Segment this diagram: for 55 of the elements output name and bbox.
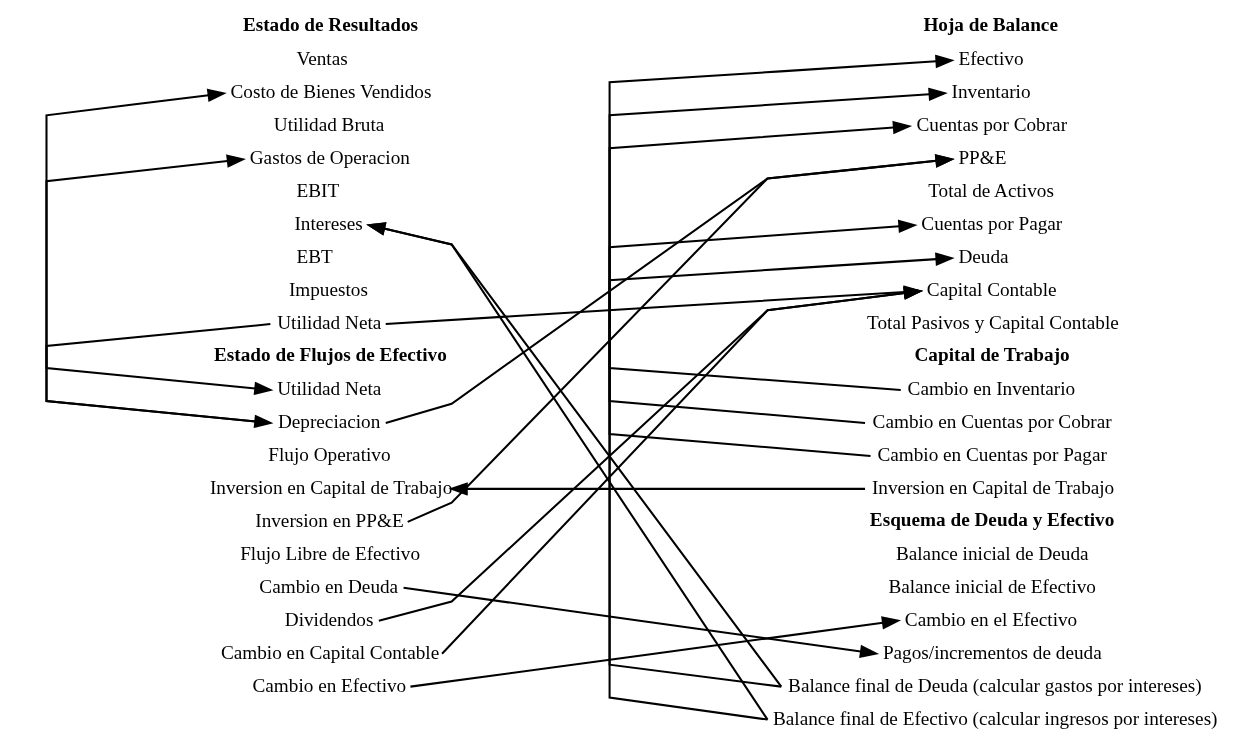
arrow [608,54,955,721]
node-text: Cuentas por Cobrar [916,114,1068,136]
arrow [608,120,913,424]
node-text: Utilidad Neta [277,378,382,400]
node-text: Cambio en Cuentas por Cobrar [872,411,1112,433]
label: Flujo Libre de Efectivo [240,542,420,564]
node-text: Deuda [958,246,1009,268]
label: Ventas [296,48,348,70]
node-text: Efectivo [958,48,1024,70]
arrow [385,154,955,424]
node-text: Inversion en Capital de Trabajo [871,476,1115,498]
arrow [45,323,274,396]
node-text: Cambio en Capital Contable [220,641,440,663]
node-text: Inversion en PP&E [255,509,404,531]
label: Total de Activos [928,180,1054,202]
label: Esquema de Deuda y Efectivo [869,508,1115,530]
label: Impuestos [288,279,368,301]
node-text: Cambio en Cuentas por Pagar [877,443,1107,465]
node-text: Capital Contable [926,279,1057,301]
label: EBIT [296,180,340,202]
label: Estado de Flujos de Efectivo [214,343,447,365]
arrow [448,482,866,496]
label: Flujo Operativo [268,443,391,465]
node-text: Balance final de Deuda (calcular gastos por intereses) [788,674,1202,696]
arrow [608,87,948,391]
label: Utilidad Bruta [273,114,385,136]
label: Capital de Trabajo [914,343,1070,365]
node-text: Depreciacion [277,411,381,433]
label: Total Pasivos y Capital Contable [867,312,1119,334]
node-text: Cambio en el Efectivo [904,608,1078,630]
arrow [410,616,902,688]
node-text: Cambio en Efectivo [252,674,407,696]
node-text: Gastos de Operacion [249,147,410,169]
node-text: Inventario [951,81,1031,103]
arrow [403,586,880,659]
node-text: Utilidad Neta [277,312,382,334]
node-text: Inversion en Capital de Trabajo [209,476,453,498]
arrow [608,252,955,688]
node-text: Cambio en Inventario [907,378,1076,400]
label: Estado de Resultados [242,14,419,36]
node-text: Dividendos [284,608,374,630]
node-text: Costo de Bienes Vendidos [230,81,432,103]
arrow [45,154,271,424]
node-text: Cambio en Deuda [259,575,399,597]
node-text: Balance final de Efectivo (calcular ingresos por intereses) [773,707,1218,729]
arrow [407,154,955,523]
label: Balance inicial de Deuda [895,542,1089,564]
label: Balance inicial de Efectivo [888,575,1096,597]
node-text: Pagos/incrementos de deuda [882,641,1102,663]
label: EBT [296,246,333,268]
arrow [608,219,918,457]
node-text: Intereses [294,213,363,235]
node-text: Cuentas por Pagar [921,213,1063,235]
node-text: PP&E [958,147,1007,169]
label: Hoja de Balance [923,14,1058,36]
